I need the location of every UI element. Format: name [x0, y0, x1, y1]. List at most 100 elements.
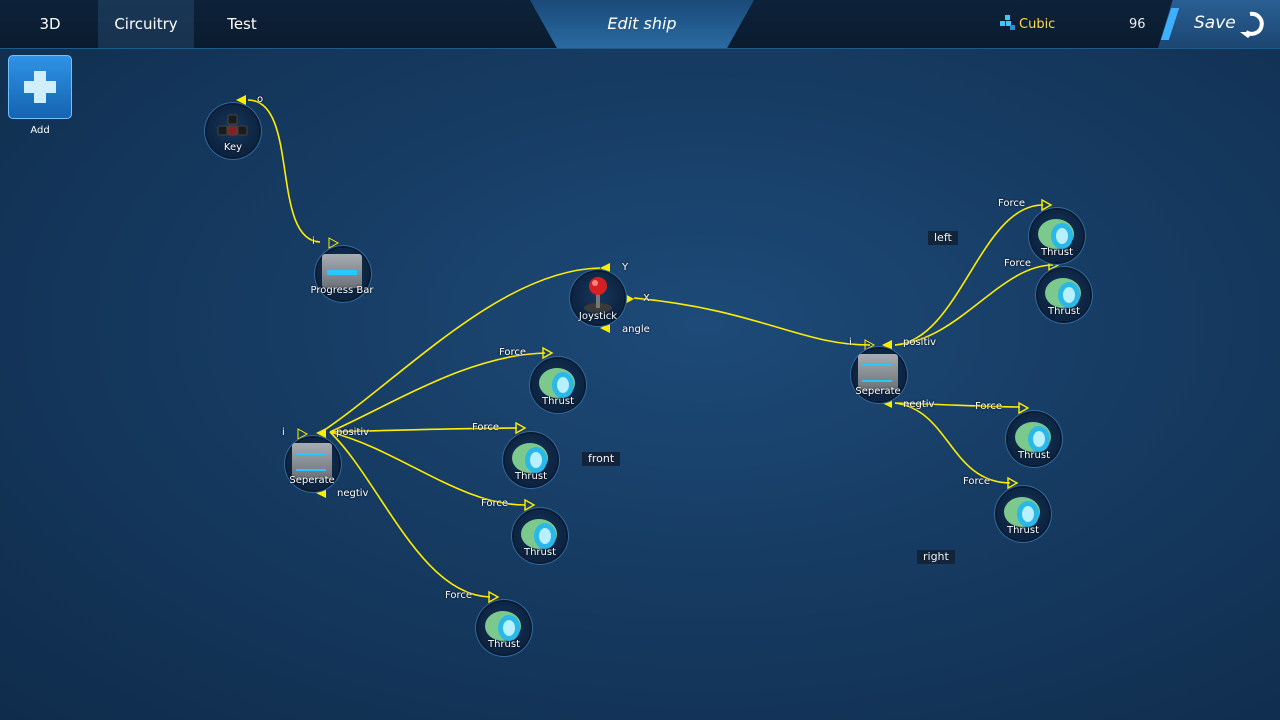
seperate-right-port-pos-label: positiv [903, 337, 937, 348]
thruster-node[interactable] [514, 510, 566, 562]
thruster-label: Thrust [1040, 247, 1074, 258]
tab-circuitry[interactable]: Circuitry [98, 0, 194, 48]
group-label-front: front [582, 452, 621, 466]
thruster-port-label: Force [445, 590, 473, 601]
keyboard-icon [217, 114, 248, 136]
tab-test[interactable]: Test [227, 15, 257, 33]
thruster-node[interactable] [478, 602, 530, 654]
port-thrust-8 [1007, 476, 1019, 490]
thruster-icon [521, 519, 557, 549]
add-label: Add [30, 125, 50, 136]
seperate-icon [292, 443, 332, 479]
thruster-icon [539, 368, 575, 398]
thruster-port-label: Force [975, 401, 1003, 412]
seperate-right-node[interactable] [853, 349, 905, 401]
joystick-port-angle-label: angle [622, 324, 650, 335]
thruster-icon [1038, 219, 1074, 249]
title-plate [530, 0, 754, 48]
key-label: Key [223, 142, 243, 153]
seperate-left-node[interactable] [287, 438, 339, 490]
thruster-node[interactable] [1008, 413, 1060, 465]
joystick-node[interactable] [572, 272, 624, 324]
port-joystick-y [600, 263, 610, 273]
wire-sep-left-thrust-4 [329, 431, 491, 598]
seperate-icon [858, 354, 898, 390]
progress-bar-node[interactable] [317, 248, 369, 300]
seperate-right-label: Seperate [855, 386, 901, 397]
joystick-port-y-label: Y [622, 262, 629, 273]
port-key-out [236, 95, 246, 105]
page-title: Edit ship [607, 14, 677, 33]
wire-sep-right-thrust-2 [894, 264, 1054, 346]
wire-sep-left-thrust-2 [329, 427, 518, 433]
thruster-icon [1004, 497, 1040, 527]
thruster-icon [1015, 422, 1051, 452]
cubic-icon [1000, 15, 1015, 30]
port-thrust-5 [1041, 198, 1053, 212]
joystick-icon [584, 277, 612, 313]
thruster-label: Thrust [1047, 306, 1081, 317]
port-progress-in [328, 237, 340, 249]
wire-sep-right-thrust-4 [894, 402, 1011, 484]
thruster-node[interactable] [997, 488, 1049, 540]
wire-sep-left-thrust-1 [329, 352, 546, 433]
seperate-left-port-neg-label: negtiv [337, 488, 369, 499]
thruster-port-label: Force [472, 422, 500, 433]
port-thrust-4 [488, 590, 500, 604]
seperate-left-port-pos-label: positiv [336, 427, 370, 438]
thruster-port-label: Force [998, 198, 1026, 209]
port-sep-right-neg [882, 398, 892, 408]
wire-joystick-x-seperate [633, 297, 871, 346]
thruster-node[interactable] [1031, 210, 1083, 262]
wire-sep-right-thrust-3 [894, 402, 1021, 408]
group-label-right: right [917, 550, 955, 564]
thruster-label: Thrust [514, 471, 548, 482]
wire-seperate-joystick-y [319, 267, 601, 434]
currency-count: 96 [1129, 17, 1146, 32]
plus-icon-bar [24, 81, 56, 93]
port-sep-right-in [864, 339, 876, 351]
tab-3d[interactable]: 3D [39, 15, 61, 33]
save-label: Save [1194, 13, 1236, 33]
port-sep-left-pos [316, 428, 326, 438]
port-joystick-angle [600, 323, 610, 333]
seperate-right-port-in-label: i [849, 337, 852, 348]
wire-sep-right-thrust-1 [894, 204, 1044, 346]
thruster-node[interactable] [532, 359, 584, 411]
thruster-icon [512, 443, 548, 473]
port-thrust-7 [1018, 401, 1030, 415]
thruster-label: Thrust [1006, 525, 1040, 536]
progress-bar-icon [322, 254, 362, 288]
thruster-node[interactable] [505, 434, 557, 486]
seperate-right-port-neg-label: negtiv [903, 399, 935, 410]
thruster-port-label: Force [499, 347, 527, 358]
thruster-icon [485, 611, 521, 641]
joystick-port-x-label: X [643, 293, 650, 304]
port-thrust-6 [1048, 258, 1060, 272]
port-sep-left-in [297, 428, 309, 440]
port-joystick-x [625, 294, 634, 304]
port-thrust-1 [542, 346, 554, 360]
thruster-label: Thrust [1017, 450, 1051, 461]
thruster-node[interactable] [1038, 269, 1090, 321]
seperate-left-port-in-label: i [282, 427, 285, 438]
thruster-port-label: Force [481, 498, 509, 509]
group-label-left: left [928, 231, 958, 245]
port-sep-left-neg [316, 488, 326, 498]
port-sep-right-pos [882, 340, 892, 350]
currency-label: Cubic [1019, 17, 1056, 32]
thruster-label: Thrust [541, 396, 575, 407]
joystick-label: Joystick [578, 311, 618, 322]
port-thrust-2 [515, 421, 527, 435]
key-node[interactable] [207, 105, 259, 157]
wire-sep-left-thrust-3 [329, 431, 526, 506]
add-button[interactable] [8, 55, 72, 119]
progress-bar-port-in-label: i [312, 236, 315, 247]
thruster-label: Thrust [523, 547, 557, 558]
wire-key-progress [247, 99, 321, 243]
thruster-port-label: Force [963, 476, 991, 487]
thruster-icon [1045, 278, 1081, 308]
seperate-left-label: Seperate [289, 475, 335, 486]
thruster-label: Thrust [487, 639, 521, 650]
